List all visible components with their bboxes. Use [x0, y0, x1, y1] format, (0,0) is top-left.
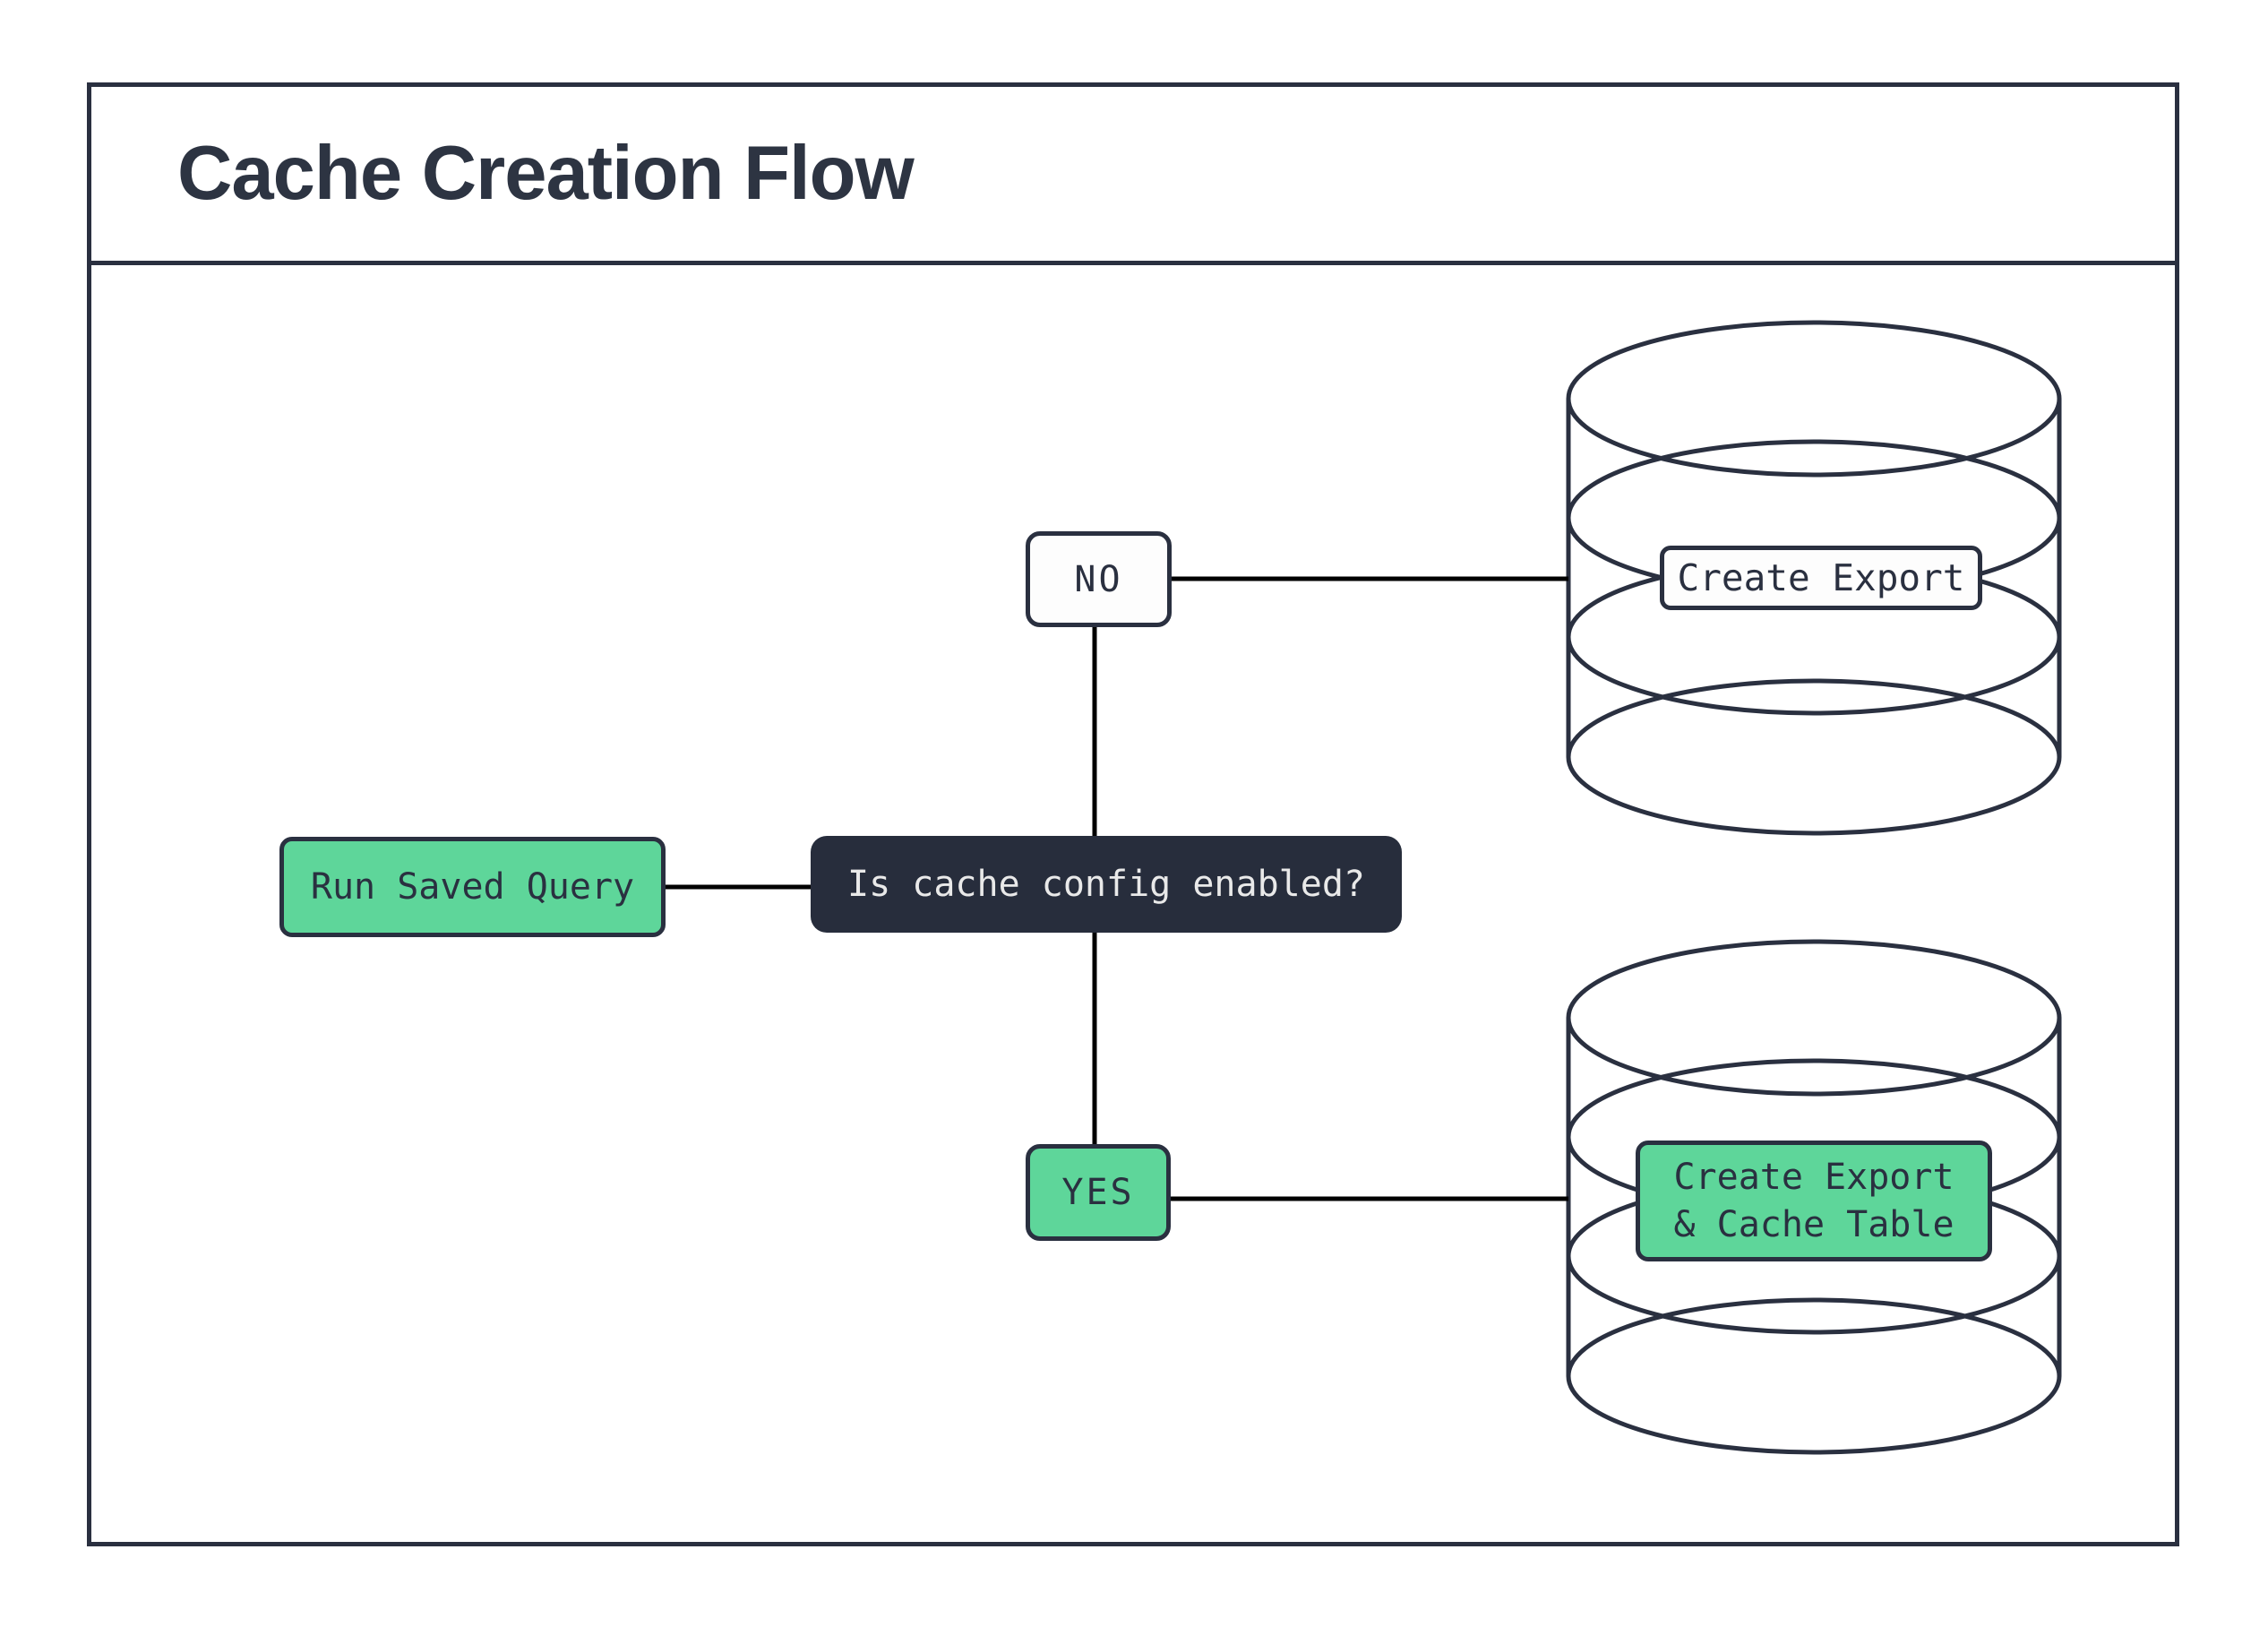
node-branch-no: NO [1026, 531, 1172, 627]
diagram-frame: Cache Creation Flow [87, 82, 2179, 1546]
node-create-export-label: Create Export [1660, 546, 1982, 610]
node-branch-yes: YES [1026, 1144, 1171, 1241]
diagram-header: Cache Creation Flow [91, 87, 2175, 265]
node-decision-cache-config: Is cache config enabled? [811, 836, 1402, 933]
node-run-saved-query: Run Saved Query [279, 837, 666, 937]
page-title: Cache Creation Flow [177, 131, 915, 216]
connectors [666, 576, 1568, 1201]
node-create-export-cache-label: Create Export & Cache Table [1636, 1141, 1992, 1261]
